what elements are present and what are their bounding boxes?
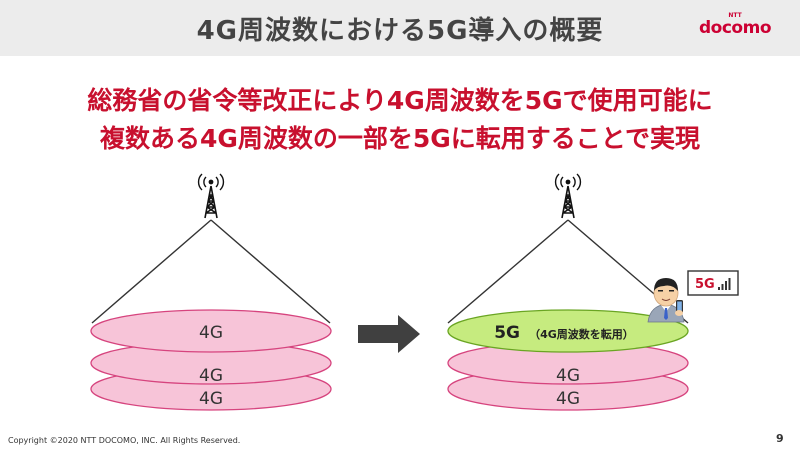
logo-ntt-text: NTT <box>728 12 742 19</box>
left-tower-icon <box>197 173 225 219</box>
right-tower-icon <box>554 173 582 219</box>
left-beam-line-right <box>210 219 331 324</box>
left-beam-line-left <box>91 219 212 324</box>
headline-line-2: 複数ある4G周波数の一部を5Gに転用することで実現 <box>99 124 701 153</box>
after-group: 5G （4G周波数を転用） 4G 4G 5G <box>447 173 739 411</box>
logo-docomo-text: docomo <box>699 18 772 38</box>
5g-signal-badge-text: 5G <box>695 277 715 292</box>
right-disc-top-label-note: （4G周波数を転用） <box>529 327 634 341</box>
right-disc-middle-label: 4G <box>556 366 580 386</box>
5g-signal-badge: 5G <box>687 270 739 296</box>
slide-title: 4G周波数における5G導入の概要 <box>196 16 604 46</box>
left-disc-top-label: 4G <box>199 323 223 343</box>
transition-arrow-icon <box>358 315 420 353</box>
right-beam-line-left <box>447 219 569 324</box>
left-disc-top <box>90 309 332 353</box>
right-disc-top-5g <box>447 309 689 353</box>
page-number: 9 <box>776 432 784 445</box>
left-disc-bottom-label: 4G <box>199 389 223 409</box>
right-disc-bottom-label: 4G <box>556 389 580 409</box>
before-group: 4G 4G 4G <box>90 173 332 411</box>
user-with-phone-icon <box>647 278 685 323</box>
signal-bars-icon <box>718 278 731 290</box>
title-bar <box>0 0 800 56</box>
left-disc-middle-label: 4G <box>199 366 223 386</box>
right-disc-top-label: 5G （4G周波数を転用） <box>494 323 634 343</box>
docomo-logo: NTT docomo <box>690 12 780 42</box>
headline-line-1: 総務省の省令等改正により4G周波数を5Gで使用可能に <box>87 86 713 115</box>
right-disc-top-label-main: 5G <box>494 323 520 343</box>
copyright-footer: Copyright ©2020 NTT DOCOMO, INC. All Rig… <box>8 436 241 445</box>
